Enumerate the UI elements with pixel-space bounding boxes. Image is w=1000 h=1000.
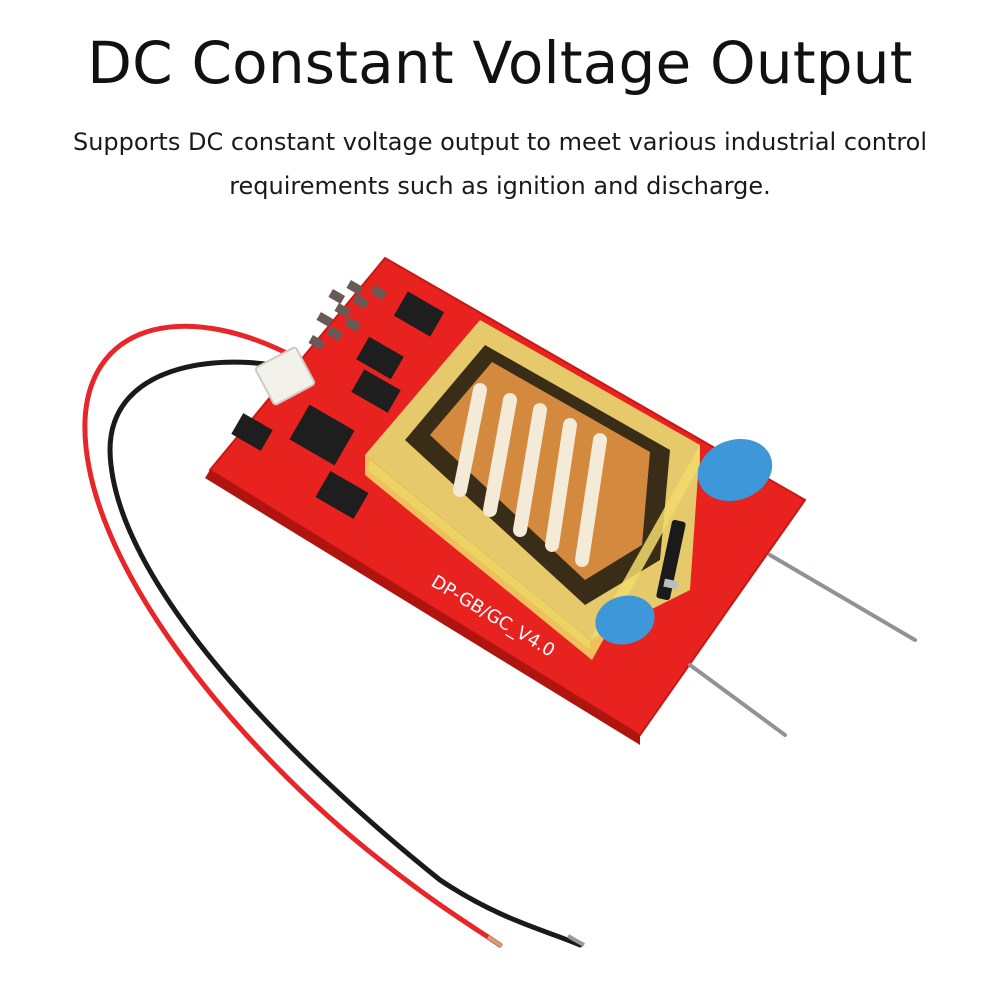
black-wire [107,359,583,948]
capacitor-large [697,438,773,502]
diode [656,519,686,601]
page-title: DC Constant Voltage Output [87,29,913,97]
pcb-edge [205,470,640,745]
black-wire-tip [567,934,585,947]
capacitor-small [595,595,655,645]
smd-components [308,280,388,350]
output-lead-2 [688,663,787,737]
jst-connector [254,346,316,406]
red-wire-tip [486,935,504,948]
page-description: Supports DC constant voltage output to m… [72,128,928,200]
ic-chips [231,291,445,519]
red-wire [82,323,503,948]
output-lead-1 [768,553,917,642]
